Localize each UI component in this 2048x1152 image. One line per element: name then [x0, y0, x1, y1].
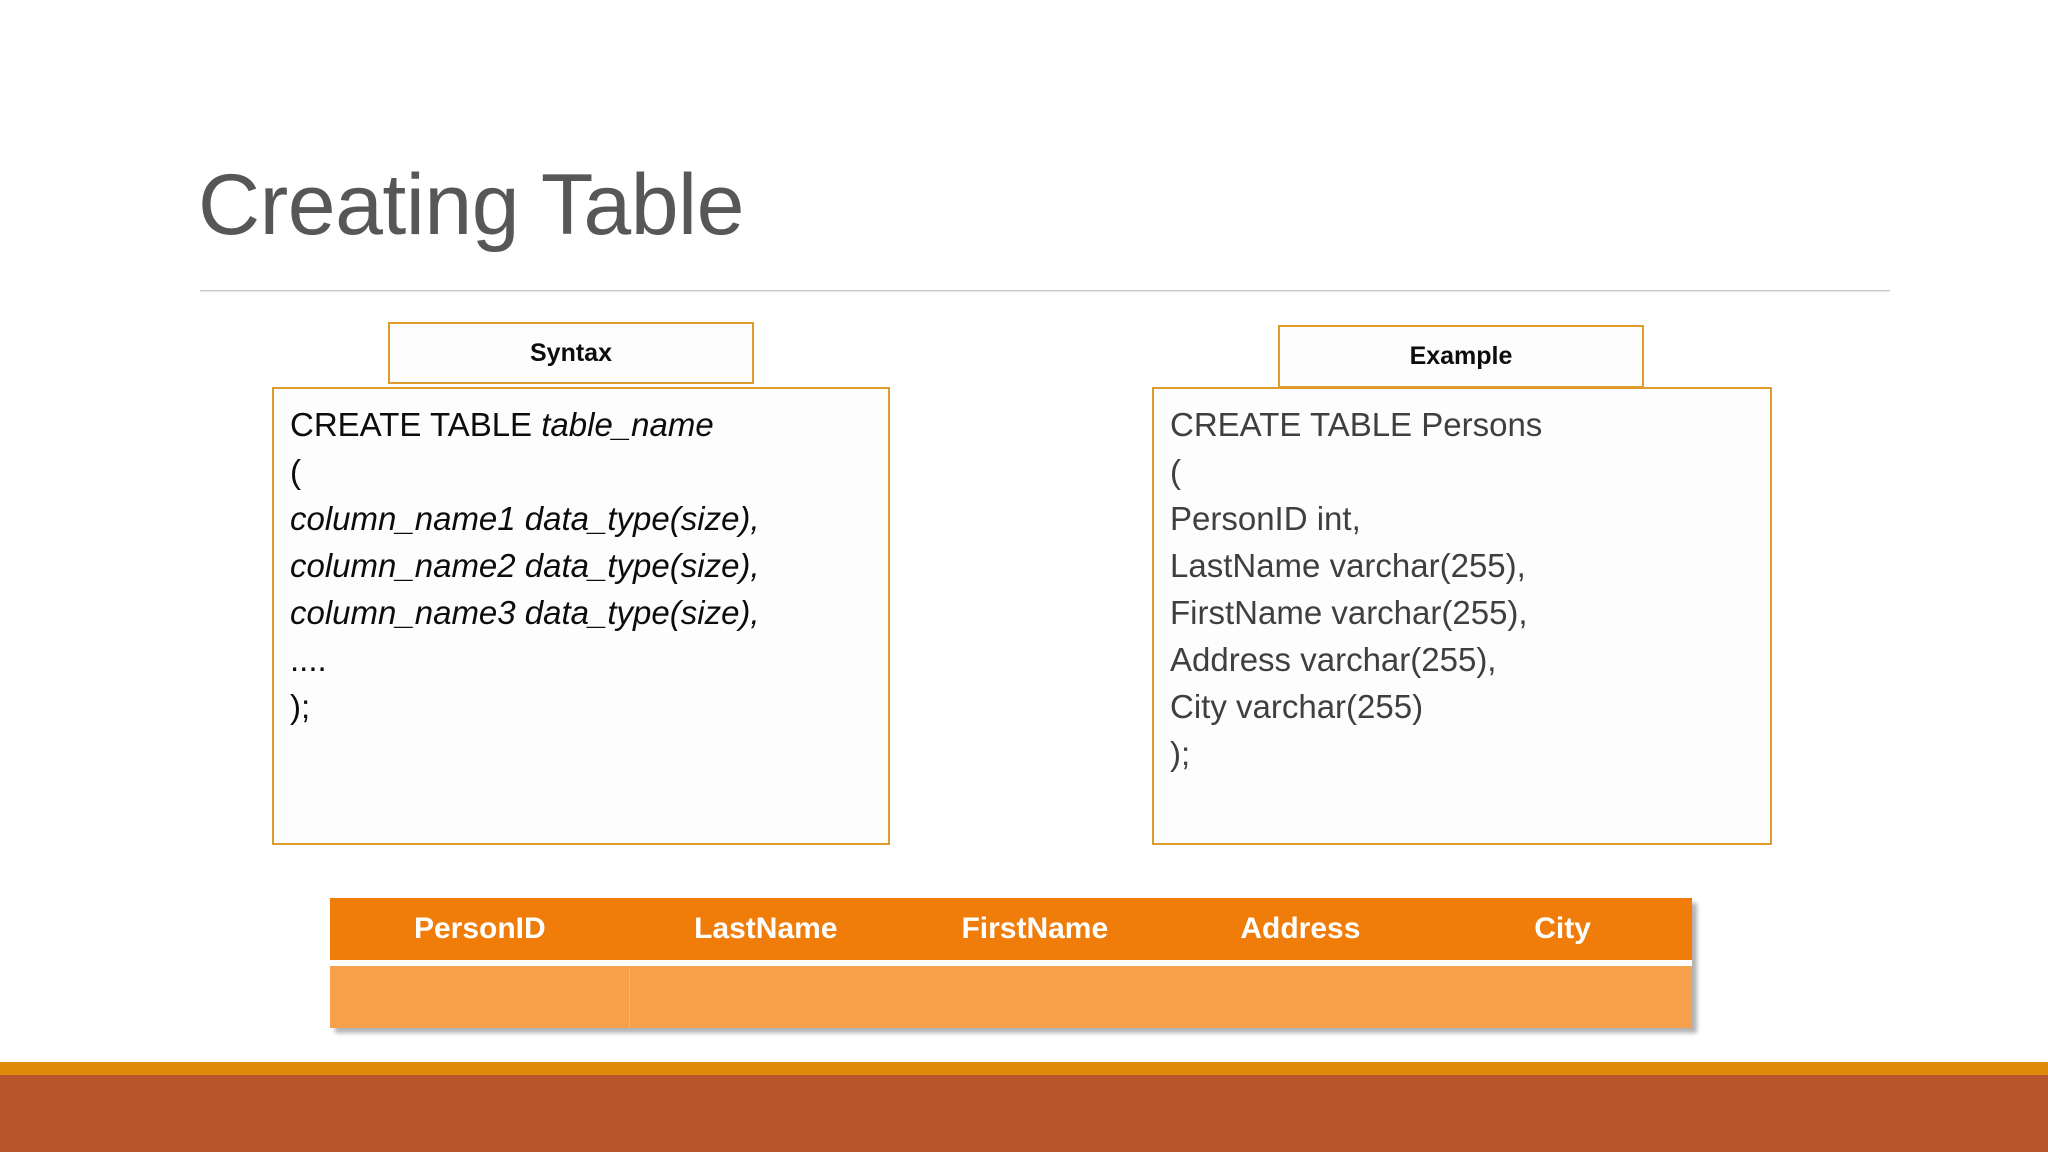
syntax-keyword: CREATE TABLE: [290, 406, 542, 443]
syntax-placeholder: column_name1 data_type(size),: [290, 500, 760, 537]
result-table: PersonID LastName FirstName Address City: [330, 898, 1692, 1028]
table-cell: [330, 966, 631, 1028]
syntax-code-line: CREATE TABLE table_name: [290, 401, 872, 448]
example-code-line: (: [1170, 453, 1181, 490]
table-row-separator: [330, 960, 1692, 966]
title-divider: [200, 290, 1890, 291]
example-code-line: CREATE TABLE Persons: [1170, 406, 1543, 443]
table-cell: [630, 966, 902, 1028]
syntax-code-line: column_name3 data_type(size),: [290, 589, 872, 636]
table-column-header: LastName: [694, 912, 838, 945]
example-code-box: CREATE TABLE Persons ( PersonID int, LastNa…: [1152, 387, 1772, 845]
example-code-line: PersonID int,: [1170, 500, 1361, 537]
example-code-line: City varchar(255): [1170, 688, 1424, 725]
table-column-header: PersonID: [413, 912, 546, 945]
footer-accent-strip: [0, 1062, 2048, 1075]
table-body: [330, 966, 1692, 1028]
syntax-code-line: column_name1 data_type(size),: [290, 495, 872, 542]
syntax-placeholder: column_name2 data_type(size),: [290, 547, 760, 584]
syntax-code-line: ....: [290, 636, 872, 683]
table-row: [330, 966, 1692, 1028]
example-code-line: Address varchar(255),: [1170, 641, 1497, 678]
table-column-header: FirstName: [961, 912, 1109, 945]
table-header-row: PersonID LastName FirstName Address City: [330, 898, 1692, 960]
syntax-placeholder: table_name: [541, 406, 714, 443]
example-code-line: LastName varchar(255),: [1170, 547, 1526, 584]
syntax-caption-label: Syntax: [530, 338, 612, 367]
example-code-line: FirstName varchar(255),: [1170, 594, 1528, 631]
syntax-keyword: (: [290, 453, 301, 490]
table-column-header: City: [1534, 912, 1591, 945]
table-cell: [903, 966, 1168, 1028]
syntax-keyword: );: [290, 688, 311, 725]
syntax-placeholder: column_name3 data_type(size),: [290, 594, 760, 631]
syntax-code-box: CREATE TABLE table_name ( column_name1 dat…: [272, 387, 890, 845]
syntax-code-line: column_name2 data_type(size),: [290, 542, 872, 589]
syntax-caption-box: Syntax: [388, 322, 754, 384]
footer-band: [0, 1075, 2048, 1152]
table-cell: [1433, 966, 1692, 1028]
syntax-code-line: (: [290, 448, 872, 495]
table-column-header: Address: [1240, 912, 1361, 945]
example-caption-box: Example: [1278, 325, 1644, 388]
example-caption-label: Example: [1409, 342, 1513, 370]
syntax-code-line: );: [290, 683, 872, 730]
example-code-line: );: [1170, 735, 1191, 772]
table-cell: [1168, 966, 1433, 1028]
page-title: Creating Table: [198, 157, 745, 253]
syntax-keyword: ....: [290, 641, 327, 678]
